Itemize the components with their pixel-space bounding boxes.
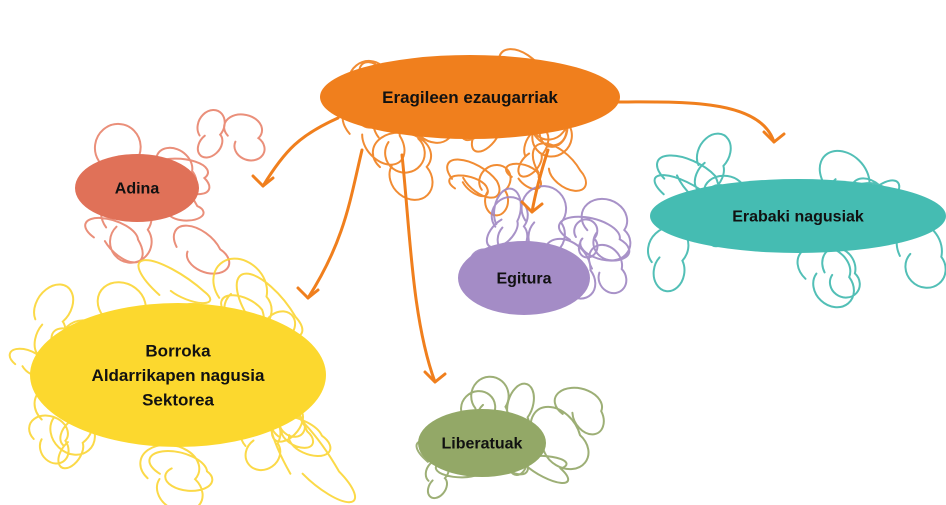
node-adina: Adina: [75, 154, 199, 222]
arrow-to-egitura: [530, 148, 550, 214]
arrow-to-erabaki: [610, 100, 776, 144]
arrowhead-adina: [251, 174, 275, 188]
borroka-ellipse: [30, 303, 326, 447]
erabaki-ellipse: [650, 179, 946, 253]
arrow-to-liberatuak: [400, 153, 437, 384]
root-ellipse: [320, 55, 620, 139]
node-root: Eragileen ezaugarriak: [320, 55, 620, 139]
node-liberatuak: Liberatuak: [418, 409, 546, 477]
arrowhead-liberatuak: [423, 370, 447, 384]
connector-arrows: [251, 100, 786, 384]
arrow-to-adina: [261, 116, 340, 188]
arrow-to-borroka: [306, 148, 364, 300]
arrowhead-erabaki: [762, 130, 786, 144]
egitura-ellipse: [458, 241, 590, 315]
adina-label: Adina: [115, 181, 160, 198]
egitura-label: Egitura: [496, 271, 551, 288]
arrowhead-borroka: [296, 286, 320, 300]
adina-ellipse: [75, 154, 199, 222]
borroka-label-1: Borroka: [145, 341, 211, 360]
root-label: Eragileen ezaugarriak: [382, 88, 558, 107]
arrowhead-egitura: [520, 200, 544, 214]
node-erabaki: Erabaki nagusiak: [650, 179, 946, 253]
borroka-label-2: Aldarrikapen nagusia: [92, 366, 265, 385]
borroka-label-3: Sektorea: [142, 391, 214, 410]
liberatuak-ellipse: [418, 409, 546, 477]
liberatuak-label: Liberatuak: [442, 436, 523, 453]
node-egitura: Egitura: [458, 241, 590, 315]
erabaki-label: Erabaki nagusiak: [732, 209, 864, 226]
